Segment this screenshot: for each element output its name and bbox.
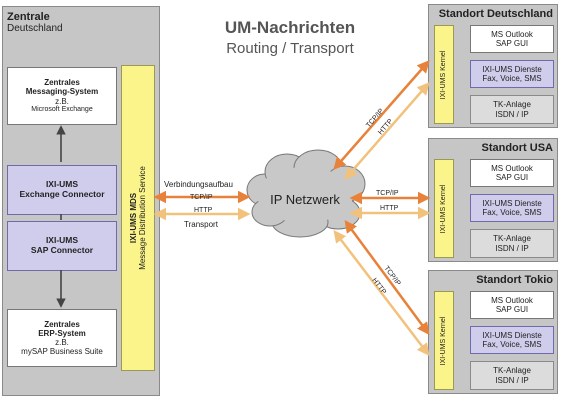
kernel-bar: IXI-UMS Kernel bbox=[434, 291, 454, 390]
label-transport: Transport bbox=[184, 220, 219, 229]
label-verbindungsaufbau: Verbindungsaufbau bbox=[164, 180, 233, 189]
messaging-system-box: Zentrales Messaging-System z.B. Microsof… bbox=[7, 67, 117, 125]
site-title: Standort USA bbox=[481, 142, 554, 154]
label-tcpip-left: TCP/IP bbox=[190, 194, 213, 201]
label-http-tokio: HTTP bbox=[370, 277, 387, 296]
diagram-title: UM-Nachrichten Routing / Transport bbox=[200, 18, 380, 57]
ip-network-cloud: IP Netzwerk bbox=[246, 149, 366, 238]
kernel-bar: IXI-UMS Kernel bbox=[434, 25, 454, 124]
cloud-label: IP Netzwerk bbox=[270, 192, 340, 207]
zentrale-panel: Zentrale Deutschland Zentrales Messaging… bbox=[2, 6, 160, 396]
arrow-tcpip-tokio bbox=[344, 219, 430, 336]
title-line2: Routing / Transport bbox=[226, 40, 354, 57]
site-title: Standort Deutschland bbox=[438, 8, 553, 20]
title-line1: UM-Nachrichten bbox=[224, 18, 356, 37]
mds-bar: IXI-UMS MDS Message Distribution Service bbox=[121, 65, 155, 371]
label-http-left: HTTP bbox=[194, 207, 213, 214]
arrow-http-tokio bbox=[333, 230, 430, 356]
label-http-usa: HTTP bbox=[380, 205, 399, 212]
arrow-http-deutschland bbox=[344, 82, 430, 180]
exchange-connector-box: IXI-UMS Exchange Connector bbox=[7, 165, 117, 215]
erp-system-box: Zentrales ERP-System z.B. mySAP Business… bbox=[7, 309, 117, 367]
label-tcpip-usa: TCP/IP bbox=[376, 190, 399, 197]
kernel-bar: IXI-UMS Kernel bbox=[434, 159, 454, 258]
sap-connector-box: IXI-UMS SAP Connector bbox=[7, 221, 117, 271]
site-title: Standort Tokio bbox=[476, 274, 553, 286]
zentrale-title: Zentrale Deutschland bbox=[7, 11, 63, 34]
